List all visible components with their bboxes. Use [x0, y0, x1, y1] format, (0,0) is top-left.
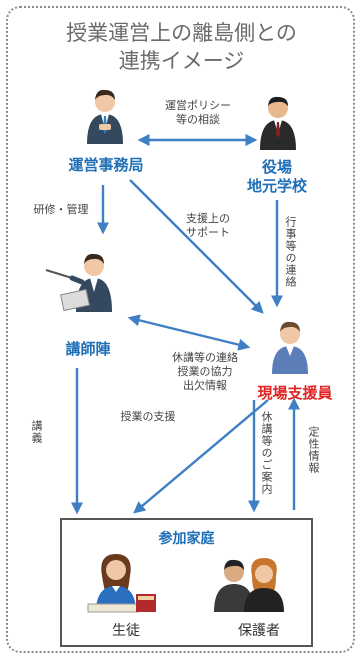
edge-label-policy-line2: 等の相談 — [176, 113, 220, 126]
edge-label-policy-line1: 運営ポリシー — [165, 99, 231, 112]
guardian-label: 保護者 — [238, 623, 280, 639]
edge-label-closure-notice: 休講等のご案内 — [260, 411, 273, 495]
node-office-label: 運営事務局 — [68, 156, 144, 174]
office-staff-icon — [87, 89, 123, 144]
student-label: 生徒 — [112, 623, 140, 639]
edge-label-lecture: 講義 — [30, 420, 43, 444]
diagram-title-line1: 授業運営上の離島側との — [66, 21, 297, 45]
edge-label-contact-line1: 休講等の連絡 — [172, 351, 238, 364]
edge-label-events: 行事等の連絡 — [284, 216, 297, 288]
town-official-icon — [260, 96, 296, 150]
edge-label-qualitative: 定性情報 — [307, 426, 320, 474]
edge-label-training: 研修・管理 — [33, 203, 89, 216]
arrow-class-support — [133, 399, 269, 514]
diagram-title-line2: 連携イメージ — [118, 49, 245, 73]
node-town-office-label-line2: 地元学校 — [246, 177, 307, 195]
families-box: 参加家庭 生徒 保護者 — [60, 518, 313, 647]
node-instructors-label: 講師陣 — [65, 340, 111, 358]
site-staff-icon — [272, 321, 308, 374]
edge-label-class-support: 授業の支援 — [120, 410, 176, 423]
edge-label-support-line1: 支援上の — [186, 212, 230, 225]
arrow-instructors-site — [127, 314, 251, 351]
families-box-title: 参加家庭 — [158, 531, 215, 547]
edge-label-support-line2: サポート — [186, 226, 230, 239]
instructor-icon — [45, 253, 112, 312]
student-icon — [87, 554, 156, 613]
arrow-office-site — [129, 179, 264, 314]
edge-label-contact-line2: 授業の協力 — [177, 365, 233, 378]
diagram-frame — [6, 6, 355, 653]
guardian-icon — [214, 558, 284, 612]
edge-label-contact-line3: 出欠情報 — [183, 379, 227, 392]
node-town-office-label-line1: 役場 — [261, 158, 292, 176]
node-site-staff-label: 現場支援員 — [257, 384, 333, 402]
